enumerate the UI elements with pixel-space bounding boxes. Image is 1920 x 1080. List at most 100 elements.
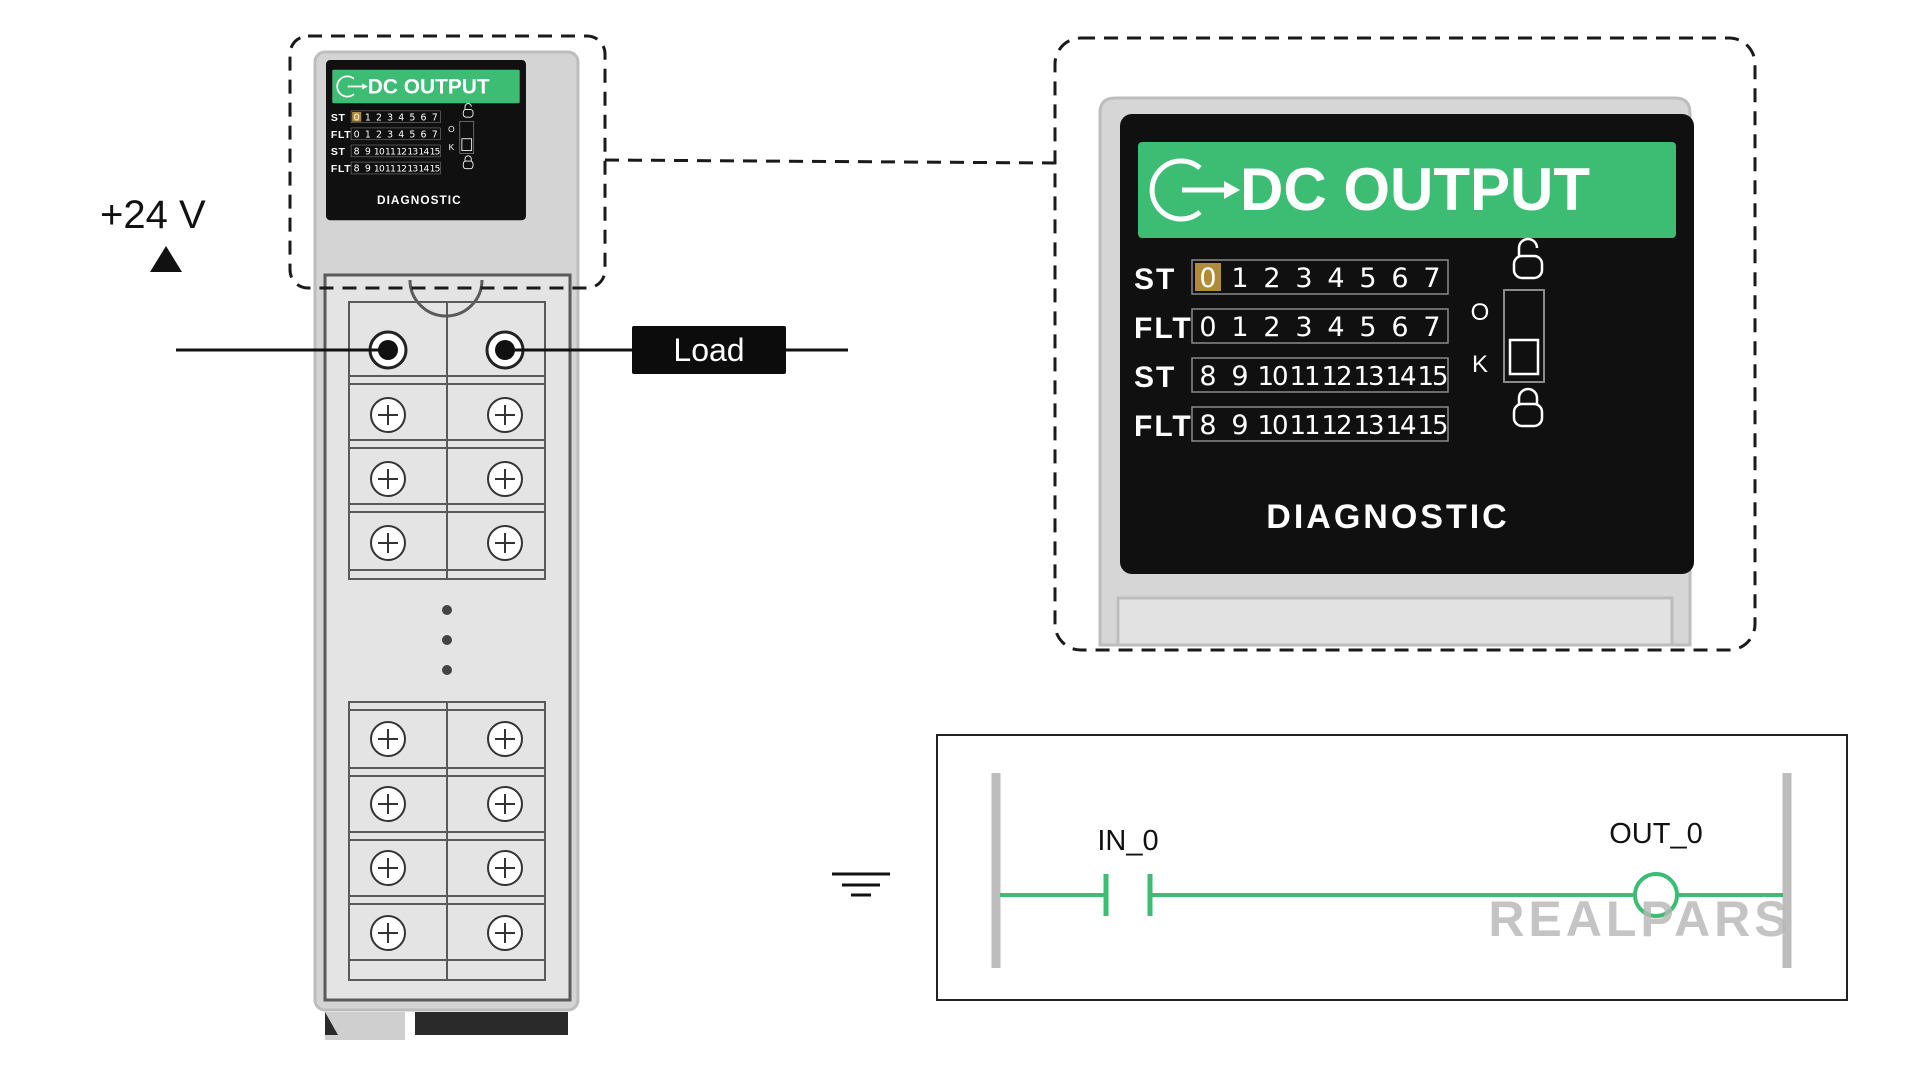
channel-number: 12 [396,147,406,157]
terminal-screw [487,786,523,822]
channel-number: 8 [354,146,360,157]
channel-number: 2 [1263,312,1280,343]
channel-number: 0 [354,129,360,140]
channel-strip [1191,406,1449,442]
channel-strip [350,127,441,141]
channel-number: 9 [365,163,371,174]
channel-number: 1 [1231,312,1248,343]
channel-highlight [352,111,362,122]
channel-number: 5 [1359,263,1376,294]
title-bar [1138,142,1676,238]
channel-number: 2 [1263,263,1280,294]
channel-number: 9 [1231,410,1248,441]
channel-number: 9 [365,146,371,157]
title-bar [332,69,520,104]
ok-letter-o: O [448,124,455,134]
terminal-screw [370,525,406,561]
channel-number: 13 [1353,362,1383,392]
callout-frame-small [288,34,607,290]
output-arrow-icon [336,75,368,98]
channel-strip [1191,357,1449,393]
ok-letter-k: K [449,142,455,152]
arrow-up-icon [150,246,182,272]
row-label: ST [331,113,346,124]
channel-number: 0 [354,112,360,123]
key-switch-slot [459,120,475,154]
key-switch-knob [1508,338,1540,376]
terminal-screw [370,461,406,497]
panel-footer: DIAGNOSTIC [1266,498,1509,536]
row-label: ST [331,147,346,158]
terminal-screw [487,850,523,886]
brand-watermark: REALPARS [1488,891,1791,947]
channel-highlight [1195,263,1221,291]
channel-number: 12 [396,164,406,174]
terminal-screw [487,461,523,497]
channel-number: 3 [387,112,393,123]
channel-number: 5 [409,112,415,123]
panel-footer: DIAGNOSTIC [377,193,462,207]
terminal-screw [370,786,406,822]
load-label: Load [673,332,744,368]
channel-number: 3 [1295,263,1312,294]
channel-number: 12 [1321,362,1350,392]
channel-strip [350,161,441,175]
channel-number: 14 [418,147,429,157]
terminal-block-bottom [348,701,546,981]
terminal-screw [487,397,523,433]
channel-number: 15 [1417,362,1447,392]
channel-number: 0 [1199,312,1216,343]
channel-strip [350,110,441,123]
coil-label: OUT_0 [1609,818,1702,850]
channel-number: 1 [1231,263,1248,294]
terminal-screw [487,915,523,951]
supply-voltage-label: +24 V [100,193,206,237]
channel-number: 1 [365,129,371,140]
channel-number: 10 [1257,362,1287,392]
channel-number: 5 [1359,312,1376,343]
terminal-screw [370,397,406,433]
channel-number: 15 [1417,411,1447,441]
terminal-screw [487,525,523,561]
terminal-screw [487,721,523,757]
channel-number: 4 [1327,263,1344,294]
unlock-icon [462,103,474,118]
channel-number: 13 [407,164,418,174]
channel-number: 7 [1423,263,1440,294]
channel-number: 10 [374,164,385,174]
channel-number: 14 [418,164,429,174]
key-switch-knob [461,138,473,152]
channel-strip [350,144,441,158]
channel-number: 7 [1423,312,1440,343]
channel-strip [1191,259,1449,295]
channel-number: 10 [374,147,385,157]
ladder-diagram: IN_0 OUT_0 REALPARS [936,734,1848,1001]
load-box: Load [632,326,786,374]
channel-number: 6 [1391,263,1408,294]
channel-number: 14 [1385,362,1416,392]
row-label: FLT [331,130,351,141]
channel-strip [1191,308,1449,344]
channel-number: 3 [387,129,393,140]
channel-number: 14 [1385,411,1416,441]
terminal-screw [370,850,406,886]
channel-number: 11 [385,147,395,157]
channel-number: 6 [421,112,427,123]
wiring [150,246,890,897]
ok-letter-k: K [1472,351,1488,378]
key-switch-slot [1503,289,1545,383]
channel-number: 4 [1327,312,1344,343]
callout-frame-large [1053,36,1757,652]
module-title: DC OUTPUT [1240,156,1590,223]
ground-icon [832,872,890,897]
channel-number: 5 [409,129,415,140]
row-label: FLT [1134,312,1193,345]
channel-number: 12 [1321,411,1350,441]
row-label: FLT [1134,410,1193,443]
contact-label: IN_0 [1097,825,1158,857]
